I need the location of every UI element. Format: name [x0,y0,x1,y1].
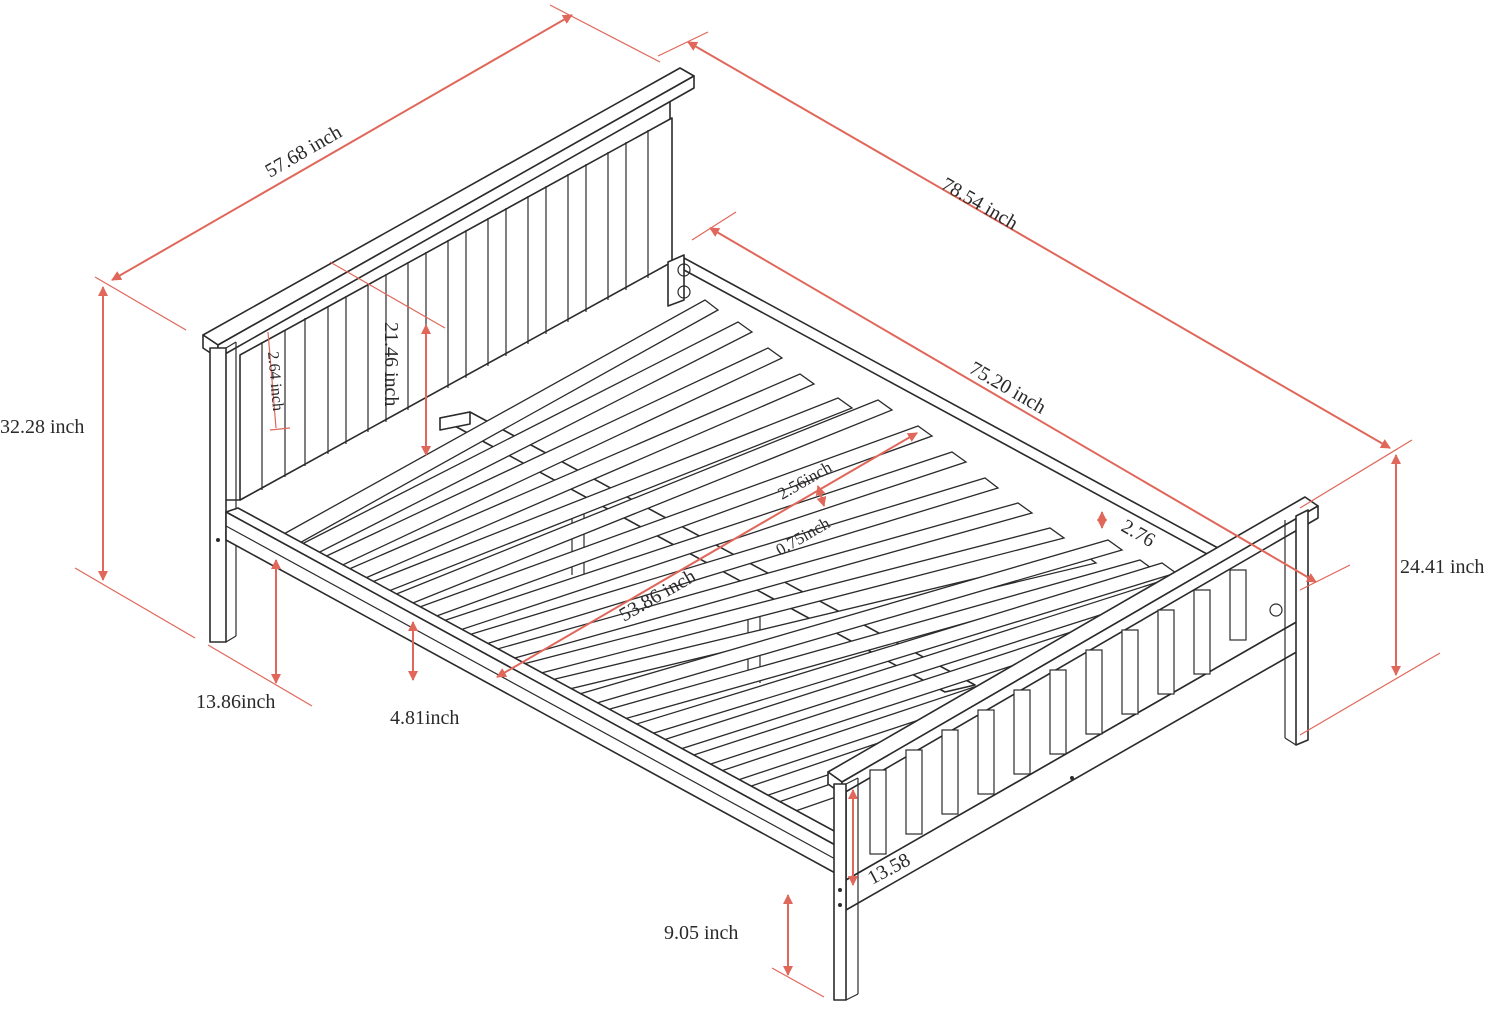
label-floor-clearance: 9.05 inch [664,922,738,944]
dimension-lines [74,4,1441,998]
label-headboard-panel-height: 21.46 inch [380,322,402,406]
label-headboard-height: 32.28 inch [0,416,84,438]
label-inner-length: 75.20 inch [966,357,1050,418]
label-side-rail-clearance: 13.86inch [196,691,275,713]
footboard [827,496,1319,1001]
label-overall-length: 78.54 inch [938,173,1022,234]
label-side-rail-height: 4.81inch [390,707,459,729]
label-footboard-height: 24.41 inch [1400,556,1484,578]
label-headboard-slat-width: 2.64 inch [264,351,286,412]
